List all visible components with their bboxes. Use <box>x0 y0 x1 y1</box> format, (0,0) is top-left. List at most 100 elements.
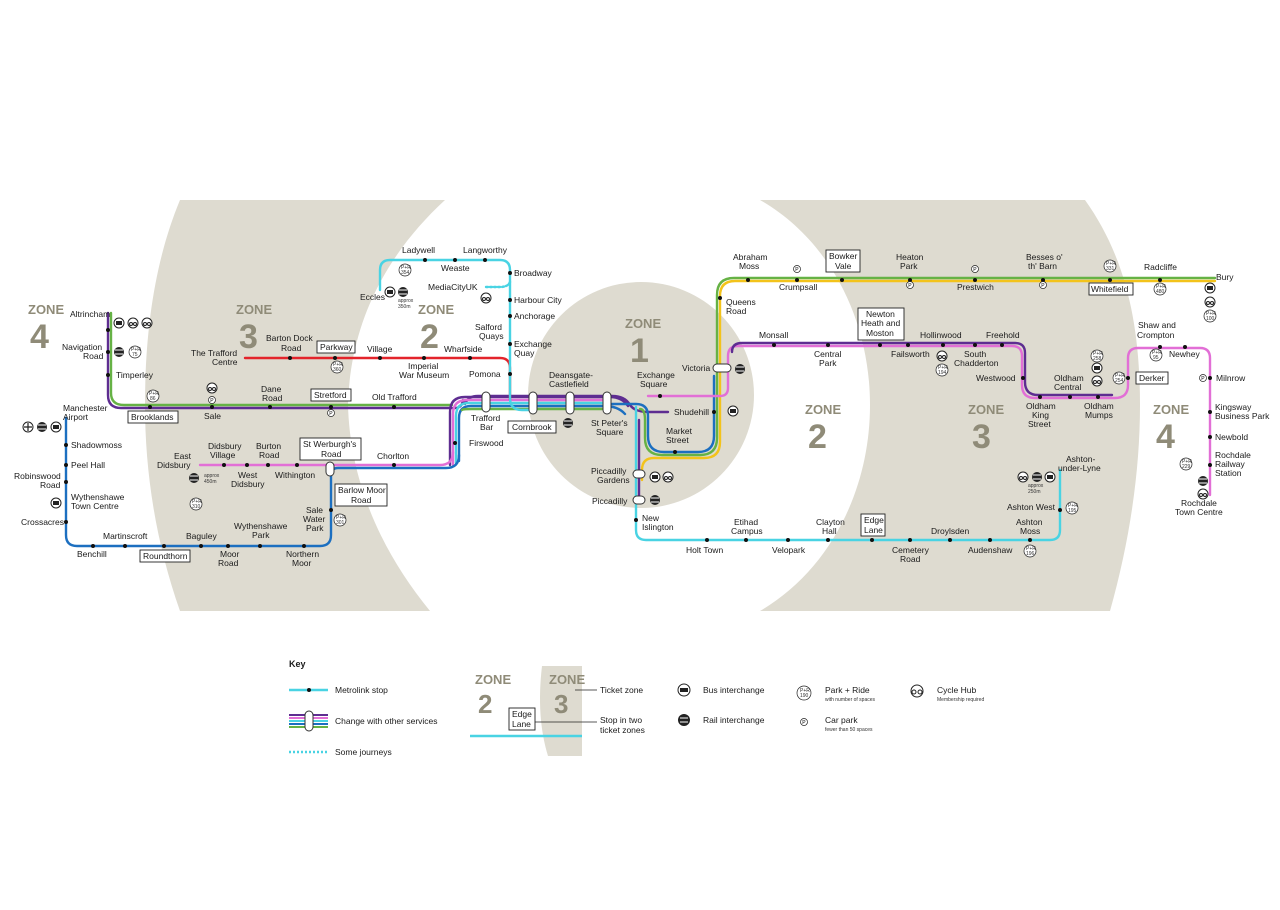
svg-text:331: 331 <box>1106 266 1115 272</box>
zone-label: ZONE <box>418 302 454 317</box>
station-besses: Besses o' <box>1026 252 1063 262</box>
station-west-didsbury: Didsbury <box>231 479 265 489</box>
station-robinswood-road: Robinswood <box>14 471 61 481</box>
bus-icon <box>50 497 62 509</box>
line-eccles <box>378 258 532 412</box>
station-queens-road: Queens <box>726 297 756 307</box>
station-oldham-central: Oldham <box>1054 373 1084 383</box>
station-stretford: Stretford <box>314 390 347 400</box>
station-clayton-hall: Clayton <box>816 517 845 527</box>
key-some-journeys: Some journeys <box>335 747 392 757</box>
station-central-park: Park <box>819 358 837 368</box>
station-st-werburghs: St Werburgh's <box>303 439 356 449</box>
station-ashton-under-lyne: Ashton- <box>1066 454 1095 464</box>
station-shudehill: Shudehill <box>674 407 709 417</box>
key-ticket-zone: Ticket zone <box>600 685 643 695</box>
station-ashton-west: Ashton West <box>1007 502 1056 512</box>
key-stop-two-zones: ticket zones <box>600 725 645 735</box>
station-mediacityuk: MediaCityUK <box>428 282 478 292</box>
station-oldham-king-street: King <box>1032 410 1049 420</box>
cycle-hub-icon <box>1204 296 1216 308</box>
station-radcliffe: Radcliffe <box>1144 262 1177 272</box>
zone-label: ZONE <box>236 302 272 317</box>
station-clayton-hall: Hall <box>822 526 837 536</box>
station-cornbrook: Cornbrook <box>512 422 552 432</box>
station-anchorage: Anchorage <box>514 311 555 321</box>
station-velopark: Velopark <box>772 545 806 555</box>
station-shaw: Crompton <box>1137 330 1175 340</box>
station-new-islington: New <box>642 513 660 523</box>
svg-text:194: 194 <box>938 370 947 376</box>
svg-text:P+R: P+R <box>401 265 411 271</box>
walk-note: 350m <box>398 304 411 310</box>
station-oldham-mumps: Oldham <box>1084 401 1114 411</box>
station-victoria: Victoria <box>682 363 710 373</box>
line-airport <box>64 416 461 548</box>
station-oldham-mumps: Mumps <box>1085 410 1113 420</box>
key-cycle-hub-sub: Membership required <box>937 697 984 703</box>
station-labels: Altrincham Navigation Road Timperley Bro… <box>14 245 1270 568</box>
station-etihad-campus: Etihad <box>734 517 758 527</box>
key-bus-interchange: Bus interchange <box>703 685 765 695</box>
station-west-didsbury: West <box>238 470 258 480</box>
key-cycle-hub: Cycle Hub <box>937 685 976 695</box>
svg-text:P+R: P+R <box>1115 373 1125 379</box>
station-trafford-centre: Centre <box>212 357 238 367</box>
svg-text:P: P <box>973 267 977 273</box>
key-car-park-sub: fewer than 50 spaces <box>825 727 873 733</box>
station-imperial-war-museum: War Museum <box>399 370 449 380</box>
cycle-hub-icon <box>1017 471 1029 483</box>
svg-text:P: P <box>908 283 912 289</box>
station-dane-road: Road <box>262 393 283 403</box>
station-market-street: Street <box>666 435 689 445</box>
svg-text:P+R: P+R <box>1156 284 1166 290</box>
line-rochdale-purple <box>730 341 1114 397</box>
station-rochdale-station: Railway <box>1215 459 1246 469</box>
svg-text:P: P <box>802 720 806 726</box>
svg-text:196: 196 <box>1026 551 1035 557</box>
service-icons: P P P P P P P <box>22 265 1216 509</box>
svg-text:480: 480 <box>1156 289 1165 295</box>
station-barton-dock-road: Road <box>281 343 302 353</box>
zone-number: 3 <box>972 418 991 456</box>
key-park-ride-sub: with number of spaces <box>825 697 876 703</box>
svg-text:P+R: P+R <box>1106 261 1116 267</box>
station-rochdale-tc: Rochdale <box>1181 498 1217 508</box>
svg-text:P+R: P+R <box>1093 351 1103 357</box>
rail-icon <box>678 714 690 726</box>
station-deansgate: Castlefield <box>549 379 589 389</box>
station-kingsway: Business Park <box>1215 411 1270 421</box>
zone-label: ZONE <box>1153 402 1189 417</box>
station-roundthorn: Roundthorn <box>143 551 188 561</box>
cycle-hub-icon <box>127 317 139 329</box>
line-city-green <box>638 276 1217 457</box>
line-bury-yellow <box>640 279 1217 482</box>
station-etihad-campus: Campus <box>731 526 763 536</box>
station-east-didsbury: East <box>174 451 192 461</box>
car-park-icon: P <box>327 409 335 417</box>
svg-text:301: 301 <box>336 520 345 526</box>
station-hollinwood: Hollinwood <box>920 330 962 340</box>
station-new-islington: Islington <box>642 522 674 532</box>
station-wythenshawe-tc: Town Centre <box>71 501 119 511</box>
rail-icon <box>114 347 124 357</box>
station-piccadilly: Piccadilly <box>592 496 628 506</box>
zone-number: 2 <box>420 318 439 356</box>
station-exchange-square: Exchange <box>637 370 675 380</box>
station-eccles: Eccles <box>360 292 385 302</box>
station-bowker-vale: Bowker <box>829 251 858 261</box>
station-crumpsall: Crumpsall <box>779 282 817 292</box>
walk-note: approx <box>398 298 414 304</box>
station-wythenshawe-park: Park <box>252 530 270 540</box>
station-timperley: Timperley <box>116 370 154 380</box>
zone-label: ZONE <box>805 402 841 417</box>
zone-label: ZONE <box>625 316 661 331</box>
svg-text:P+R: P+R <box>192 499 202 505</box>
station-droylsden: Droylsden <box>931 526 970 536</box>
station-dane-road: Dane <box>261 384 282 394</box>
key-title: Key <box>289 659 306 669</box>
